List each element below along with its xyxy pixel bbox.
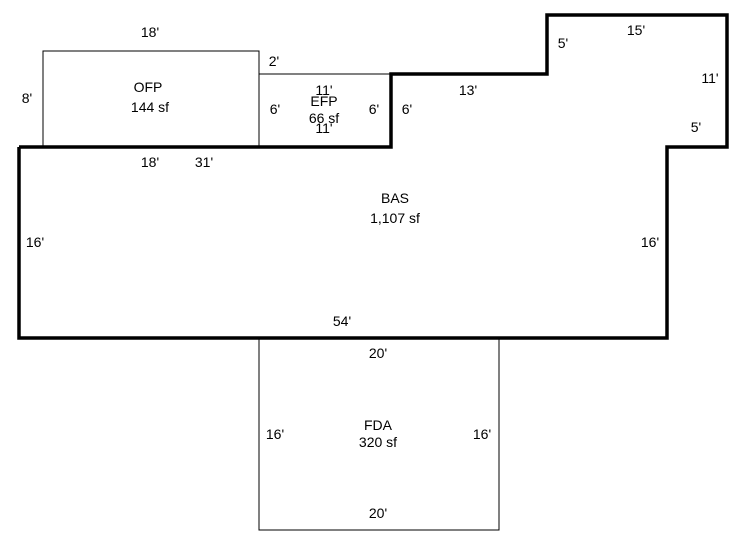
dim-bas-upper-run: 13' xyxy=(459,82,477,98)
dim-ofp-left: 8' xyxy=(22,90,32,106)
dim-bas-bump-top: 15' xyxy=(627,22,645,38)
dim-bas-bottom: 54' xyxy=(333,313,351,329)
efp-area: 66 sf xyxy=(309,110,339,126)
dim-bas-step-left: 6' xyxy=(402,101,412,117)
efp-label: EFP xyxy=(310,93,337,109)
dim-bas-notch: 5' xyxy=(691,119,701,135)
dim-ofp-right-gap: 2' xyxy=(269,53,279,69)
dim-ofp-top: 18' xyxy=(141,24,159,40)
bas-area: 1,107 sf xyxy=(370,210,420,226)
dim-fda-top: 20' xyxy=(369,345,387,361)
bas-label: BAS xyxy=(381,190,409,206)
dim-bas-bump-left: 5' xyxy=(558,35,568,51)
dim-bas-left: 16' xyxy=(26,234,44,250)
dim-fda-right: 16' xyxy=(473,426,491,442)
dim-efp-left: 6' xyxy=(270,101,280,117)
dim-fda-bottom: 20' xyxy=(369,505,387,521)
dim-efp-bottom: 11' xyxy=(315,120,332,136)
dim-bas-top-segment: 31' xyxy=(195,154,213,170)
dim-ofp-bottom: 18' xyxy=(141,154,159,170)
dim-bas-bump-right: 11' xyxy=(701,70,718,86)
fda-label: FDA xyxy=(364,417,393,433)
bas-outline xyxy=(17,13,729,340)
ofp-area: 144 sf xyxy=(131,99,169,115)
ofp-label: OFP xyxy=(134,79,163,95)
dim-efp-right: 6' xyxy=(369,101,379,117)
fda-area: 320 sf xyxy=(359,434,397,450)
dim-fda-left: 16' xyxy=(266,426,284,442)
dim-efp-top: 11' xyxy=(315,82,332,98)
dim-bas-right: 16' xyxy=(641,234,659,250)
